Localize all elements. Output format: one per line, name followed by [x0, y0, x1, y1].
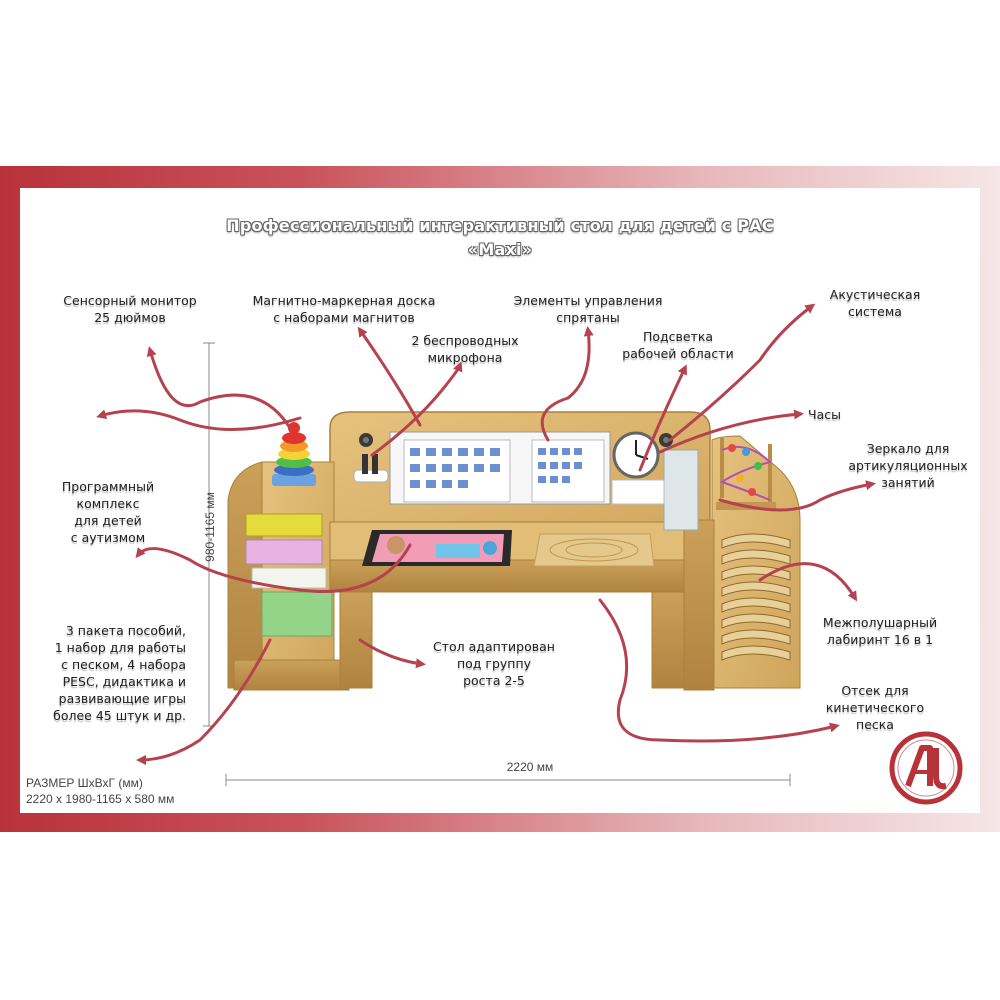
label-clock-line1: Часы [808, 407, 841, 422]
height-dimension-label: 980-1165 мм [203, 492, 217, 562]
size-value: 2220 х 1980-1165 х 580 мм [26, 792, 175, 806]
label-mirror: Зеркало для артикуляционных занятий [838, 440, 978, 491]
label-light: Подсветка рабочей области [608, 328, 748, 362]
label-mirror-line1: Зеркало для [866, 441, 950, 456]
label-mirror-line3: занятий [881, 475, 935, 490]
label-acoustic-line1: Акустическая [829, 287, 921, 302]
label-acoustic: Акустическая система [812, 286, 938, 320]
label-board-line1: Магнитно-маркерная доска [252, 293, 436, 308]
ring-pyramid-toy-icon [272, 422, 316, 486]
label-software-line3: для детей [74, 513, 142, 528]
label-light-line2: рабочей области [622, 346, 734, 361]
label-packages-line3: с песком, 4 набора [61, 657, 186, 672]
label-software-line2: комплекс [76, 496, 140, 511]
width-dimension-label: 2220 мм [506, 760, 554, 774]
label-packages-line4: PESC, дидактика и [62, 674, 186, 689]
label-sand-line3: песка [856, 717, 894, 732]
logo-monogram-icon [889, 731, 963, 805]
label-software-line1: Программный [61, 479, 155, 494]
page-subtitle: «Maxi» [467, 240, 533, 259]
size-title: РАЗМЕР ШхВхГ (мм) [26, 776, 143, 790]
label-mics-line1: 2 беспроводных [411, 333, 519, 348]
label-maze: Межполушарный лабиринт 16 в 1 [806, 614, 954, 648]
label-sand: Отсек для кинетического песка [810, 682, 940, 733]
label-controls-line1: Элементы управления [513, 293, 663, 308]
speaker-left-icon [359, 433, 373, 447]
page-title: Профессиональный интерактивный стол для … [226, 216, 774, 235]
label-packages-line2: 1 набор для работы [54, 640, 186, 655]
label-software-line4: с аутизмом [70, 530, 146, 545]
label-maze-line2: лабиринт 16 в 1 [826, 632, 934, 647]
label-board: Магнитно-маркерная доска с наборами магн… [238, 292, 450, 326]
label-packages-line5: развивающие игры [58, 691, 186, 706]
label-light-line1: Подсветка [642, 329, 714, 344]
label-board-line2: с наборами магнитов [273, 310, 415, 325]
label-monitor-line1: Сенсорный монитор [63, 293, 197, 308]
label-table-line3: роста 2-5 [463, 673, 525, 688]
speaker-right-icon [659, 433, 673, 447]
label-controls: Элементы управления спрятаны [500, 292, 676, 326]
label-monitor-line2: 25 дюймов [94, 310, 166, 325]
label-clock: Часы [808, 406, 868, 423]
label-software: Программный комплекс для детей с аутизмо… [48, 478, 168, 546]
label-mirror-line2: артикуляционных [848, 458, 968, 473]
label-sand-line1: Отсек для [841, 683, 909, 698]
label-sand-line2: кинетического [825, 700, 925, 715]
label-packages-line1: 3 пакета пособий, [65, 623, 186, 638]
label-table-line2: под группу [456, 656, 532, 671]
annotation-arrows [96, 303, 876, 765]
label-mics-line2: микрофона [427, 350, 503, 365]
label-monitor: Сенсорный монитор 25 дюймов [50, 292, 210, 326]
width-dimension-line [225, 774, 791, 786]
label-acoustic-line2: система [848, 304, 902, 319]
label-controls-line2: спрятаны [556, 310, 620, 325]
label-table: Стол адаптирован под группу роста 2-5 [424, 638, 564, 689]
label-maze-line1: Межполушарный [822, 615, 938, 630]
label-packages-line6: более 45 штук и др. [53, 708, 186, 723]
label-table-line1: Стол адаптирован [433, 639, 555, 654]
label-mics: 2 беспроводных микрофона [400, 332, 530, 366]
label-packages: 3 пакета пособий, 1 набор для работы с п… [26, 622, 186, 724]
